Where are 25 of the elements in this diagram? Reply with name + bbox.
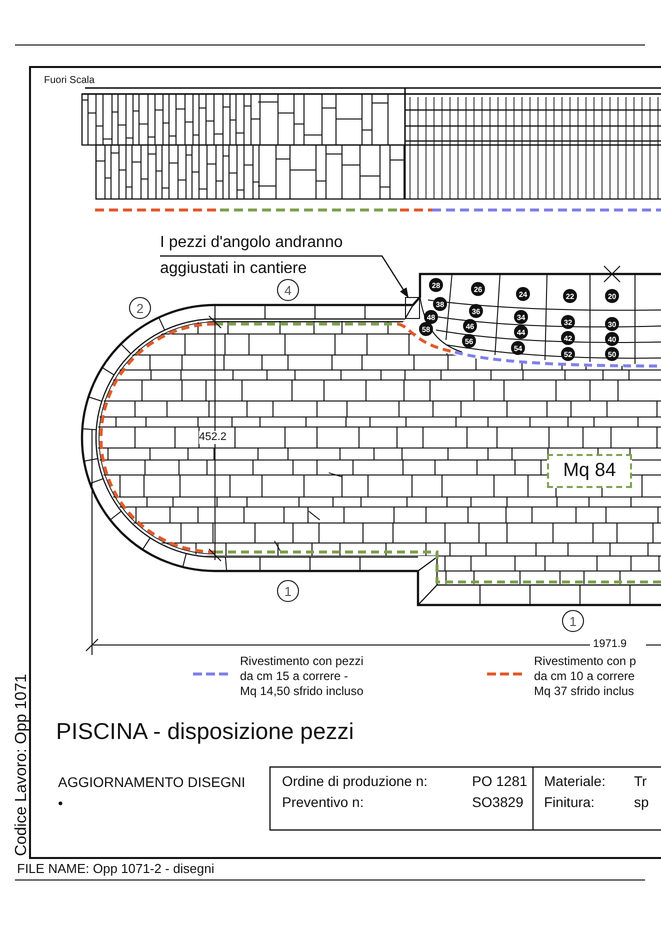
callout-note: I pezzi d'angolo andranno aggiustati in cantiere — [160, 230, 392, 282]
field-value: Tr — [634, 773, 647, 790]
callout-number: 1 — [277, 580, 299, 602]
file-name-text: FILE NAME: Opp 1071-2 - disegni — [17, 862, 214, 877]
revision-heading: AGGIORNAMENTO DISEGNI — [58, 774, 246, 790]
callout-number: 4 — [277, 279, 299, 301]
leader-line — [160, 255, 409, 298]
legend-text: Rivestimento con p da cm 10 a correre Mq 37 sfrido inclus — [534, 654, 638, 699]
field-label: Finitura: — [544, 794, 595, 810]
dimension-value: 452.2 — [199, 431, 227, 444]
area-label-box: Mq 84 — [547, 454, 632, 488]
callout-number: 2 — [129, 297, 151, 319]
legend-text: Rivestimento con pezzi da cm 15 a correre - Mq 14,50 sfrido incluso — [240, 654, 364, 699]
callout-number: 1 — [562, 610, 584, 632]
drawing-title: PISCINA - disposizione pezzi — [56, 718, 354, 745]
job-code-text: Codice Lavoro: Opp 1071 — [14, 674, 30, 856]
field-label: Ordine di produzione n: — [282, 773, 428, 790]
field-value: SO3829 — [472, 794, 524, 810]
field-value: PO 1281 — [472, 773, 528, 790]
scale-note: Fuori Scala — [44, 75, 95, 86]
bullet-mark: • — [58, 795, 63, 812]
field-label: Materiale: — [544, 773, 606, 790]
field-label: Preventivo n: — [282, 794, 364, 810]
corner-piece — [405, 297, 420, 319]
field-value: sp — [634, 794, 649, 810]
